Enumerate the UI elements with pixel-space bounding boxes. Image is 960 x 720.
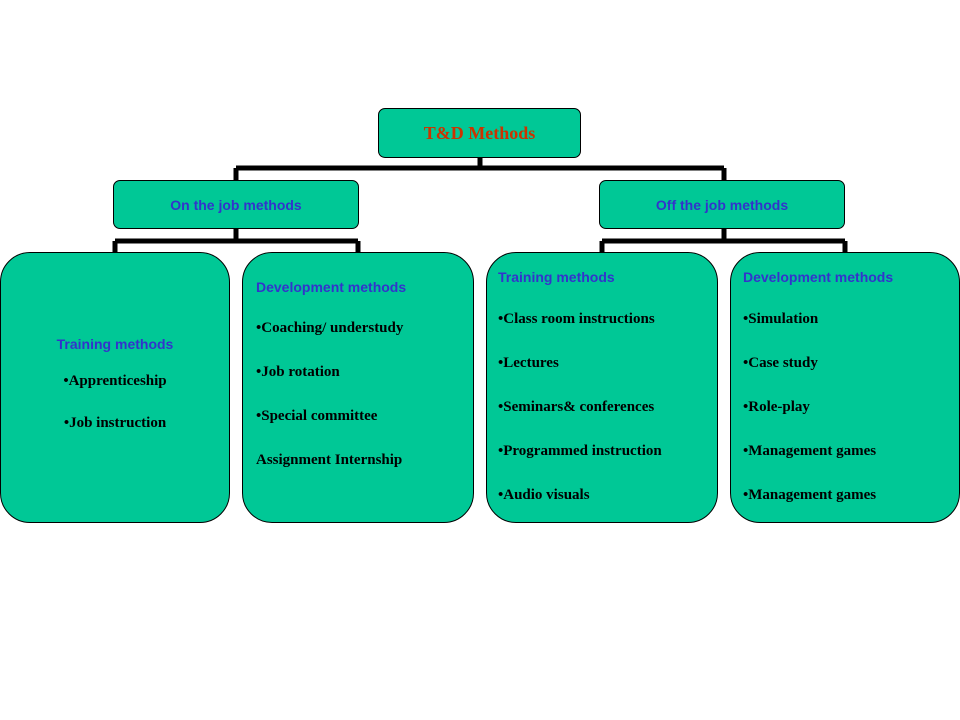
list-item: •Role-play bbox=[743, 399, 810, 415]
root-label: T&D Methods bbox=[423, 122, 536, 143]
off-the-job-node: Off the job methods bbox=[599, 180, 845, 229]
list-item: •Job rotation bbox=[256, 364, 340, 380]
list-item: •Case study bbox=[743, 355, 818, 371]
off-job-development-title: Development methods bbox=[743, 269, 894, 285]
list-item: •Programmed instruction bbox=[498, 443, 662, 459]
on-job-development-title: Development methods bbox=[256, 279, 407, 295]
off-job-training-node: Training methods •Class room instruction… bbox=[486, 252, 718, 523]
root-node: T&D Methods bbox=[378, 108, 581, 158]
list-item: •Management games bbox=[743, 487, 877, 503]
off-job-development-node: Development methods •Simulation •Case st… bbox=[730, 252, 960, 523]
off-the-job-label: Off the job methods bbox=[655, 196, 789, 213]
list-item: Assignment Internship bbox=[256, 452, 403, 468]
list-item: •Seminars& conferences bbox=[498, 399, 655, 415]
list-item: •Class room instructions bbox=[498, 311, 655, 327]
on-the-job-label: On the job methods bbox=[170, 196, 302, 213]
list-item: •Job instruction bbox=[63, 414, 167, 431]
list-item: •Lectures bbox=[498, 355, 559, 371]
list-item: •Special committee bbox=[256, 408, 378, 424]
list-item: •Audio visuals bbox=[498, 487, 590, 503]
on-job-training-node: Training methods •Apprenticeship •Job in… bbox=[0, 252, 230, 523]
on-job-training-title: Training methods bbox=[56, 335, 174, 352]
list-item: •Simulation bbox=[743, 311, 819, 327]
on-the-job-node: On the job methods bbox=[113, 180, 359, 229]
list-item: •Apprenticeship bbox=[63, 372, 167, 389]
list-item: •Management games bbox=[743, 443, 877, 459]
on-job-development-node: Development methods •Coaching/ understud… bbox=[242, 252, 474, 523]
off-job-training-title: Training methods bbox=[498, 269, 615, 285]
list-item: •Coaching/ understudy bbox=[256, 320, 404, 336]
